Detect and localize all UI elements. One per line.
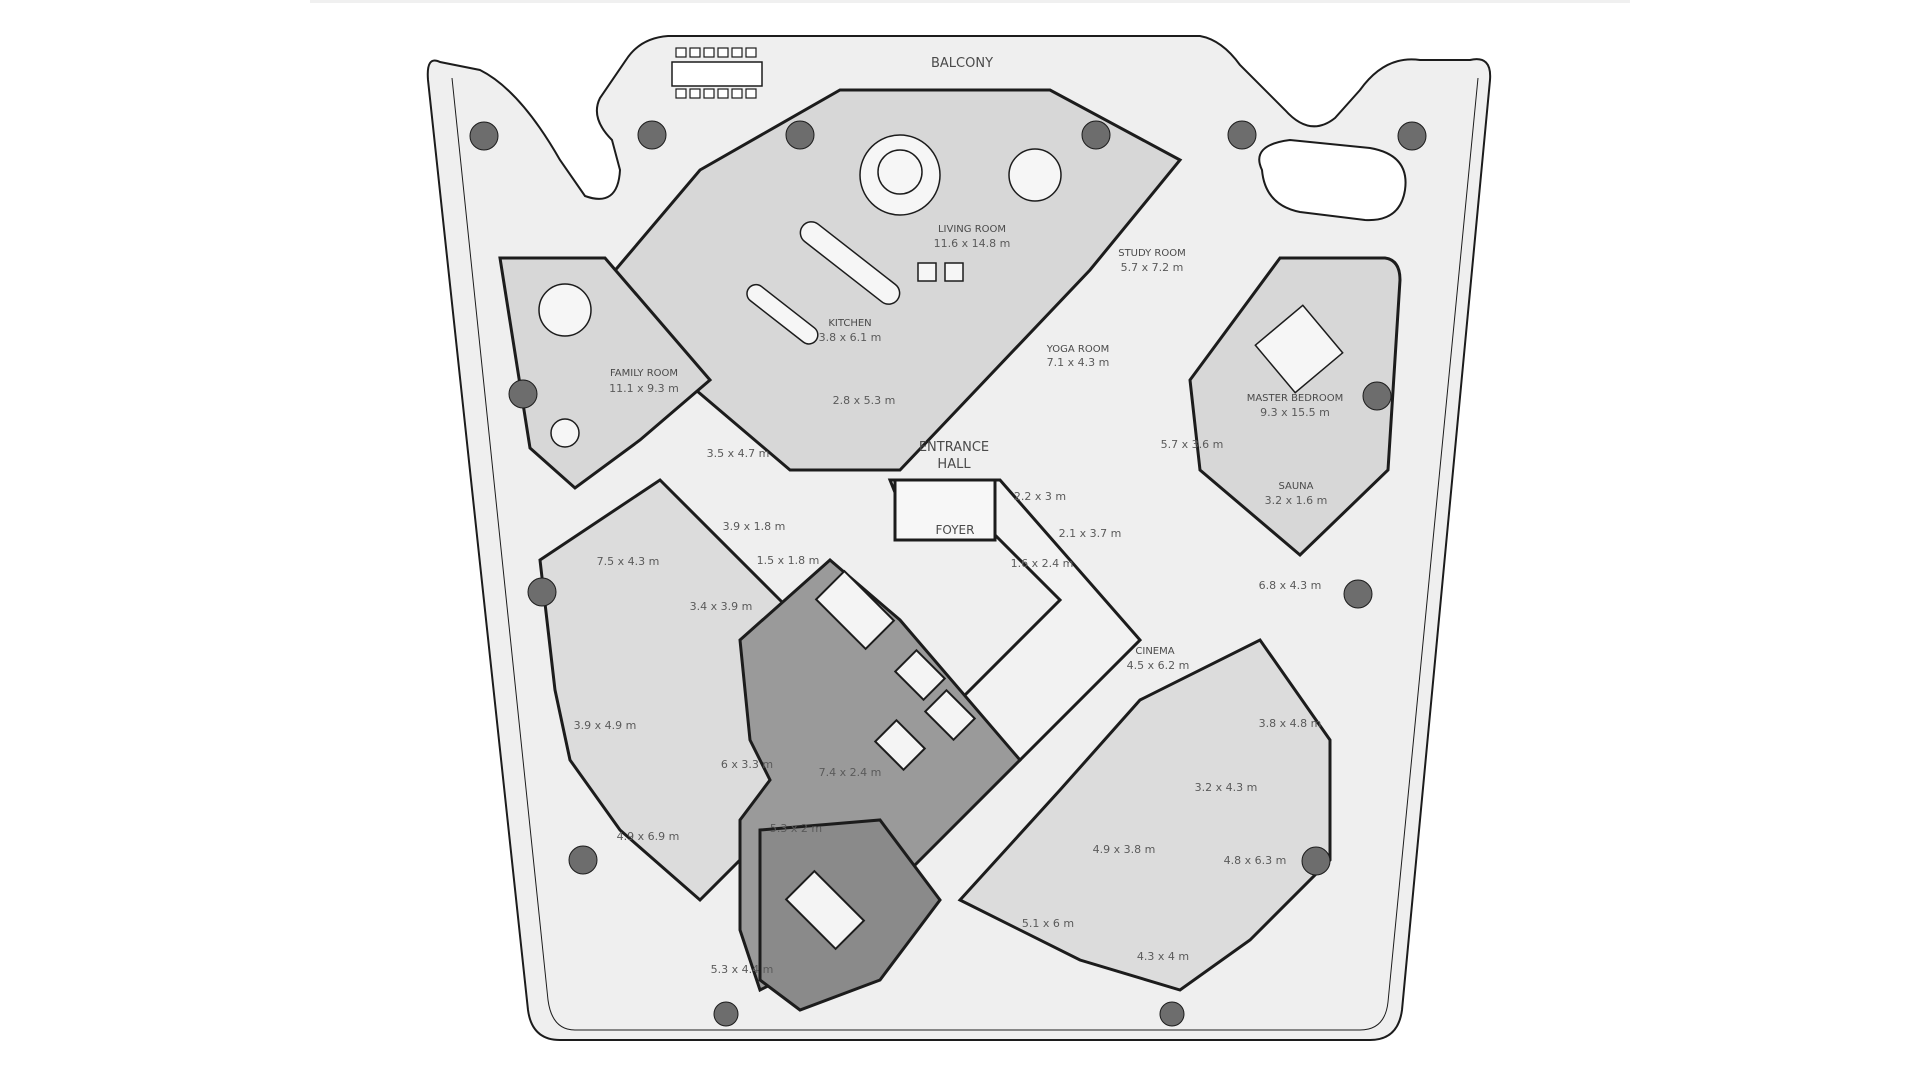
label-living-room-size: 11.6 x 14.8 m: [934, 237, 1011, 250]
lift-3: [873, 718, 927, 772]
dim-label: 5.3 x 2 m: [770, 822, 822, 835]
living-room-sofa: [859, 134, 941, 216]
dim-label: 1.5 x 1.8 m: [757, 554, 820, 567]
columns: [469, 120, 1427, 1027]
label-master-bedroom: MASTER BEDROOM: [1247, 393, 1344, 404]
foyer-room: [893, 478, 997, 542]
label-cinema-size: 4.5 x 6.2 m: [1127, 659, 1190, 672]
dim-label: 2.2 x 3 m: [1014, 490, 1066, 503]
balcony-chairs: [675, 47, 757, 99]
stair-shaft-2: [784, 869, 866, 951]
dim-label: 6 x 3.3 m: [721, 758, 773, 771]
master-bedroom-area: [1188, 256, 1402, 558]
label-foyer: FOYER: [936, 523, 975, 537]
dim-label: 4.9 x 6.9 m: [617, 830, 680, 843]
top-divider: [310, 0, 1630, 3]
label-yoga-room-size: 7.1 x 4.3 m: [1047, 356, 1110, 369]
stair-shaft-1: [814, 569, 896, 651]
dim-label: 5.1 x 6 m: [1022, 917, 1074, 930]
terrace-inner-outline: [451, 77, 1479, 1031]
dim-label: 5.3 x 4.4 m: [711, 963, 774, 976]
dim-label: 3.9 x 4.9 m: [574, 719, 637, 732]
living-room-chairs: [917, 148, 1062, 282]
dim-label: 7.4 x 2.4 m: [819, 766, 882, 779]
label-family-room: FAMILY ROOM: [610, 368, 678, 379]
master-bed: [1254, 304, 1344, 394]
label-study-room-size: 5.7 x 7.2 m: [1121, 261, 1184, 274]
label-sauna-size: 3.2 x 1.6 m: [1265, 494, 1328, 507]
dim-label: 3.5 x 4.7 m: [707, 447, 770, 460]
pool: [1258, 138, 1407, 222]
label-entrance-hall-1: ENTRANCE: [919, 440, 989, 455]
dim-label: 3.2 x 4.3 m: [1195, 781, 1258, 794]
label-kitchen: KITCHEN: [828, 318, 871, 329]
label-yoga-room: YOGA ROOM: [1046, 344, 1110, 355]
dim-label: 3.8 x 4.8 m: [1259, 717, 1322, 730]
label-kitchen-size: 3.8 x 6.1 m: [819, 331, 882, 344]
balcony-table: [671, 61, 763, 87]
label-balcony: BALCONY: [931, 56, 993, 71]
label-cinema: CINEMA: [1135, 646, 1174, 657]
dim-label: 1.6 x 2.4 m: [1011, 557, 1074, 570]
label-living-room: LIVING ROOM: [938, 224, 1006, 235]
dim-label: 4.8 x 6.3 m: [1224, 854, 1287, 867]
dim-label: 7.5 x 4.3 m: [597, 555, 660, 568]
lift-2: [923, 688, 977, 742]
label-sauna: SAUNA: [1278, 481, 1313, 492]
family-room-table: [538, 283, 592, 448]
dim-label: 6.8 x 4.3 m: [1259, 579, 1322, 592]
dining-table: [746, 221, 901, 345]
dim-label: 4.3 x 4 m: [1137, 950, 1189, 963]
lift-1: [893, 648, 947, 702]
label-entrance-hall-2: HALL: [937, 457, 971, 472]
dim-label: 4.9 x 3.8 m: [1093, 843, 1156, 856]
dim-label: 3.9 x 1.8 m: [723, 520, 786, 533]
dim-label: 5.7 x 3.6 m: [1161, 438, 1224, 451]
lower-right-wing: [957, 638, 1332, 992]
dim-label: 2.1 x 3.7 m: [1059, 527, 1122, 540]
label-family-room-size: 11.1 x 9.3 m: [609, 382, 679, 395]
label-master-bedroom-size: 9.3 x 15.5 m: [1260, 406, 1330, 419]
label-study-room: STUDY ROOM: [1118, 248, 1186, 259]
dim-label: 2.8 x 5.3 m: [833, 394, 896, 407]
dim-label: 3.4 x 3.9 m: [690, 600, 753, 613]
